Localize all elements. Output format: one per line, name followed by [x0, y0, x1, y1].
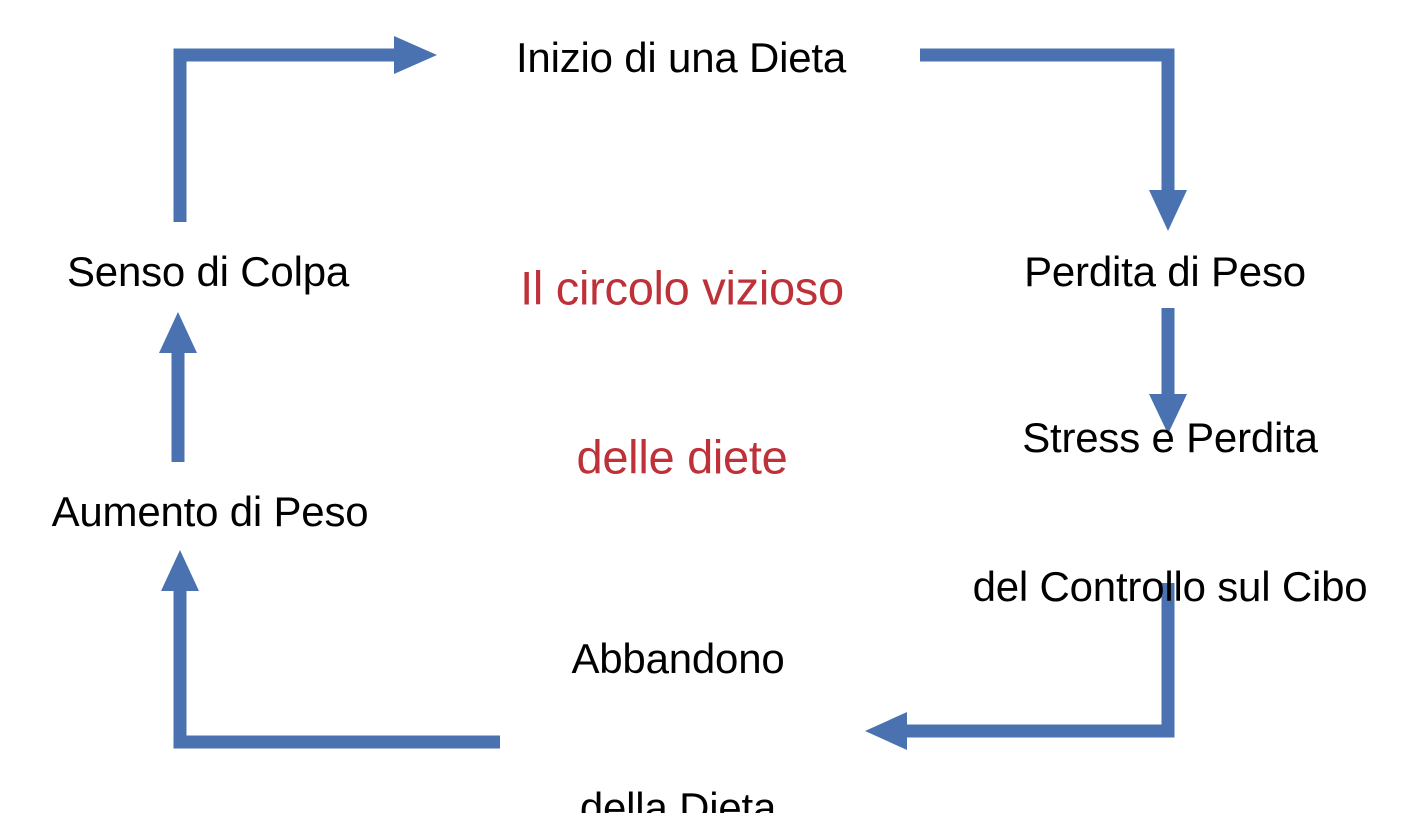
node-inizio-dieta: Inizio di una Dieta — [516, 0, 846, 182]
node-stress-controllo: Stress e Perdita del Controllo sul Cibo — [973, 314, 1368, 710]
node-perdita-peso-line1: Perdita di Peso — [1024, 248, 1306, 296]
arrow-aumento-peso-to-senso-colpa — [159, 312, 197, 462]
node-abbandono-dieta: Abbandono della Dieta — [571, 535, 784, 813]
node-perdita-peso: Perdita di Peso — [1024, 148, 1306, 396]
node-aumento-peso-line1: Aumento di Peso — [51, 488, 369, 536]
node-senso-colpa: Senso di Colpa — [67, 148, 349, 396]
center-title-line2: delle diete — [576, 430, 788, 484]
node-abbandono-dieta-line2: della Dieta — [579, 783, 777, 813]
arrow-stress-to-abbandono — [865, 583, 1175, 750]
node-senso-colpa-line1: Senso di Colpa — [66, 248, 350, 296]
center-title-line1: Il circolo vizioso — [520, 261, 844, 315]
node-abbandono-dieta-line1: Abbandono — [571, 634, 785, 682]
node-stress-controllo-line2: del Controllo sul Cibo — [972, 562, 1368, 610]
arrow-abbandono-to-aumento-peso — [161, 550, 500, 749]
arrow-perdita-peso-to-stress — [1149, 308, 1187, 434]
node-aumento-peso: Aumento di Peso — [52, 388, 369, 636]
center-title: Il circolo vizioso delle diete — [520, 147, 844, 598]
node-stress-controllo-line1: Stress e Perdita — [1022, 413, 1318, 461]
arrow-senso-colpa-to-inizio-dieta — [173, 36, 437, 222]
node-inizio-dieta-line1: Inizio di una Dieta — [515, 34, 847, 82]
arrow-inizio-dieta-to-perdita-peso — [920, 48, 1187, 231]
